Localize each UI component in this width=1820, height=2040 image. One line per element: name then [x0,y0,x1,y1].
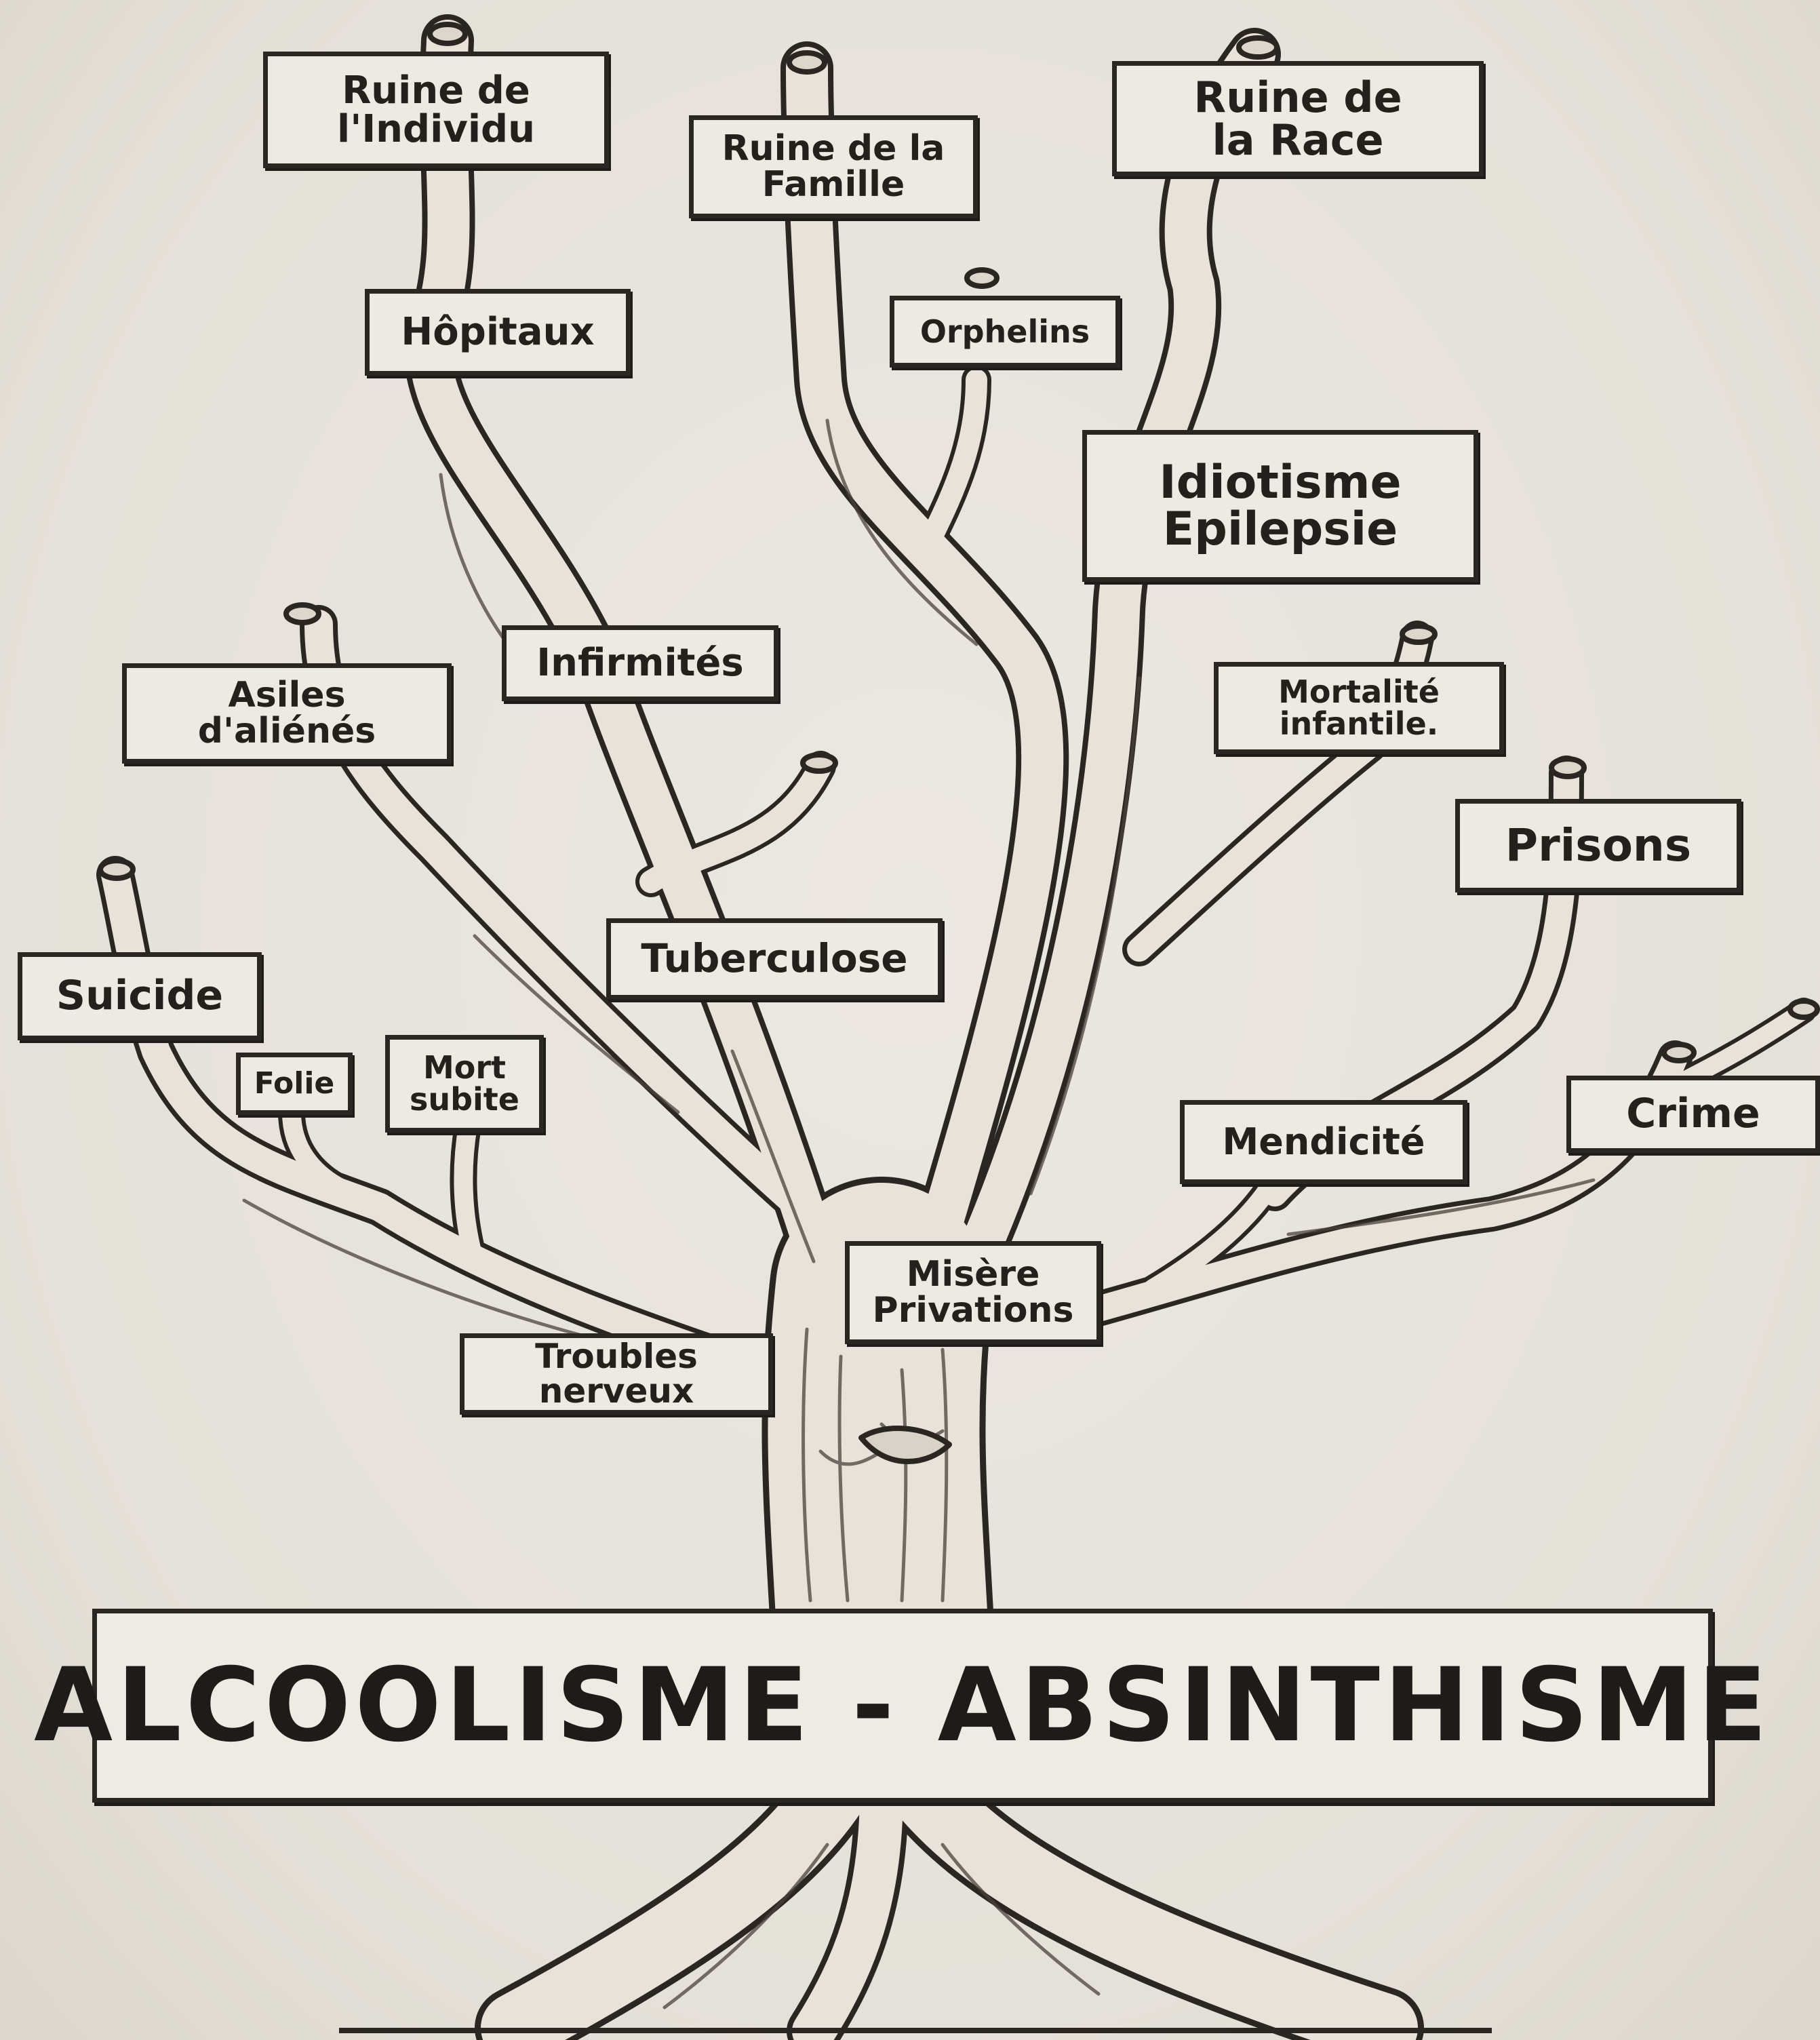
stub-end [283,602,321,625]
sign-tuberculose: Tuberculose [606,918,943,1000]
sign-crime: Crime [1566,1076,1820,1153]
sign-mortalite: Mortalité infantile. [1214,662,1504,754]
trunk-knot [858,1426,952,1464]
stub-end [1400,623,1438,645]
main-title-sign: ALCOOLISME - ABSINTHISME [34,1609,1767,1803]
ground-line [339,2028,1492,2033]
sign-misere: Misère Privations [845,1241,1101,1344]
sign-ruine-famille: Ruine de la Famille [689,115,978,218]
stub-end [800,752,838,774]
sign-troubles: Troubles nerveux [460,1333,773,1415]
sign-prisons: Prisons [1455,799,1741,892]
stub-end [1236,35,1280,60]
sign-orphelins: Orphelins [890,296,1120,368]
sign-ruine-race: Ruine de la Race [1112,61,1484,176]
sign-infirmites: Infirmités [502,625,778,701]
stub-end [1661,1042,1697,1063]
sign-folie: Folie [236,1053,353,1115]
stub-end [98,858,136,881]
sign-mort-subite: Mort subite [385,1035,544,1133]
stub-end [787,50,827,75]
sign-mendicite: Mendicité [1180,1100,1467,1184]
stub-end [427,22,468,46]
stub-end [1549,756,1587,779]
sign-hopitaux: Hôpitaux [365,289,631,376]
sign-suicide: Suicide [18,952,262,1040]
stub-end [964,267,1000,289]
sign-ruine-individu: Ruine de l'Individu [263,52,609,168]
sign-asiles: Asiles d'aliénés [122,663,452,764]
stub-end [1787,998,1820,1020]
sign-idiotisme: Idiotisme Epilepsie [1082,430,1478,582]
